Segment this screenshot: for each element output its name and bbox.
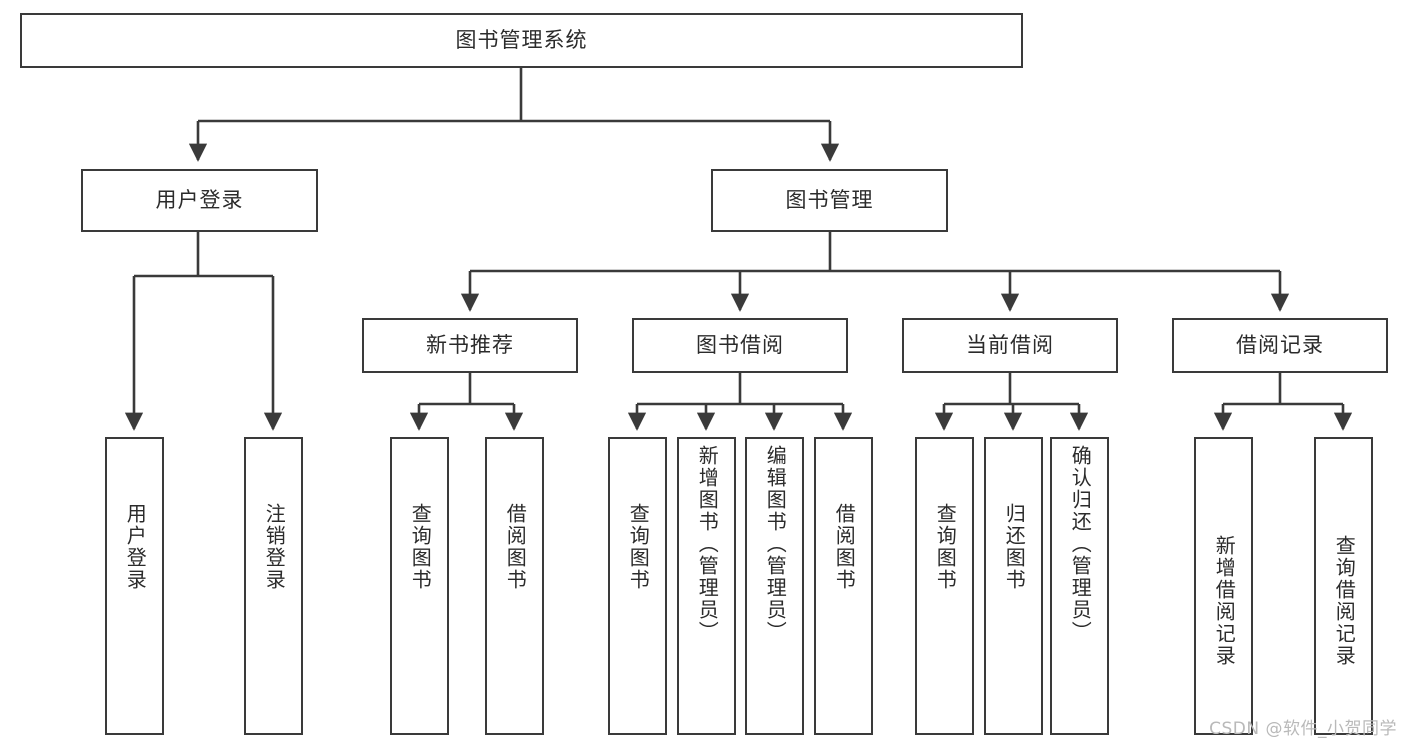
leaf-edit-book[interactable]: 编辑图书（管理员） xyxy=(745,437,804,735)
leaf-query-borrow-record[interactable]: 查询借阅记录 xyxy=(1314,437,1373,735)
node-user-login-label: 用户登录 xyxy=(155,188,244,212)
leaf-borrow-book-recommend[interactable]: 借阅图书 xyxy=(485,437,544,735)
node-root-label: 图书管理系统 xyxy=(455,28,588,52)
node-book-borrow[interactable]: 图书借阅 xyxy=(632,318,848,373)
leaf-confirm-return[interactable]: 确认归还（管理员） xyxy=(1050,437,1109,735)
leaf-query-book-borrow[interactable]: 查询图书 xyxy=(608,437,667,735)
leaf-borrow-book-recommend-label: 借阅图书 xyxy=(503,503,528,591)
leaf-return-book-label: 归还图书 xyxy=(1002,503,1027,591)
leaf-add-borrow-record-label: 新增借阅记录 xyxy=(1212,535,1237,667)
leaf-confirm-return-label: 确认归还（管理员） xyxy=(1068,445,1093,643)
node-current-borrow[interactable]: 当前借阅 xyxy=(902,318,1118,373)
leaf-query-book-current[interactable]: 查询图书 xyxy=(915,437,974,735)
node-new-book-recommend[interactable]: 新书推荐 xyxy=(362,318,578,373)
leaf-add-book[interactable]: 新增图书（管理员） xyxy=(677,437,736,735)
node-user-login[interactable]: 用户登录 xyxy=(81,169,318,232)
node-root[interactable]: 图书管理系统 xyxy=(20,13,1023,68)
leaf-borrow-book-label: 借阅图书 xyxy=(832,503,857,591)
leaf-query-book-recommend[interactable]: 查询图书 xyxy=(390,437,449,735)
leaf-query-book-borrow-label: 查询图书 xyxy=(626,503,651,591)
leaf-query-book-recommend-label: 查询图书 xyxy=(408,503,433,591)
leaf-user-login-label: 用户登录 xyxy=(123,503,148,591)
node-borrow-record-label: 借阅记录 xyxy=(1236,333,1324,357)
node-current-borrow-label: 当前借阅 xyxy=(966,333,1054,357)
node-new-book-recommend-label: 新书推荐 xyxy=(426,333,514,357)
leaf-user-login[interactable]: 用户登录 xyxy=(105,437,164,735)
node-book-manage[interactable]: 图书管理 xyxy=(711,169,948,232)
leaf-return-book[interactable]: 归还图书 xyxy=(984,437,1043,735)
leaf-query-borrow-record-label: 查询借阅记录 xyxy=(1332,535,1357,667)
node-borrow-record[interactable]: 借阅记录 xyxy=(1172,318,1388,373)
leaf-logout-label: 注销登录 xyxy=(262,503,287,591)
leaf-borrow-book[interactable]: 借阅图书 xyxy=(814,437,873,735)
leaf-add-book-label: 新增图书（管理员） xyxy=(695,445,720,643)
leaf-edit-book-label: 编辑图书（管理员） xyxy=(763,445,788,643)
watermark-text: CSDN @软件_小贺同学 xyxy=(1209,719,1397,739)
node-book-manage-label: 图书管理 xyxy=(785,188,874,212)
leaf-query-book-current-label: 查询图书 xyxy=(933,503,958,591)
leaf-add-borrow-record[interactable]: 新增借阅记录 xyxy=(1194,437,1253,735)
node-book-borrow-label: 图书借阅 xyxy=(696,333,784,357)
leaf-logout[interactable]: 注销登录 xyxy=(244,437,303,735)
